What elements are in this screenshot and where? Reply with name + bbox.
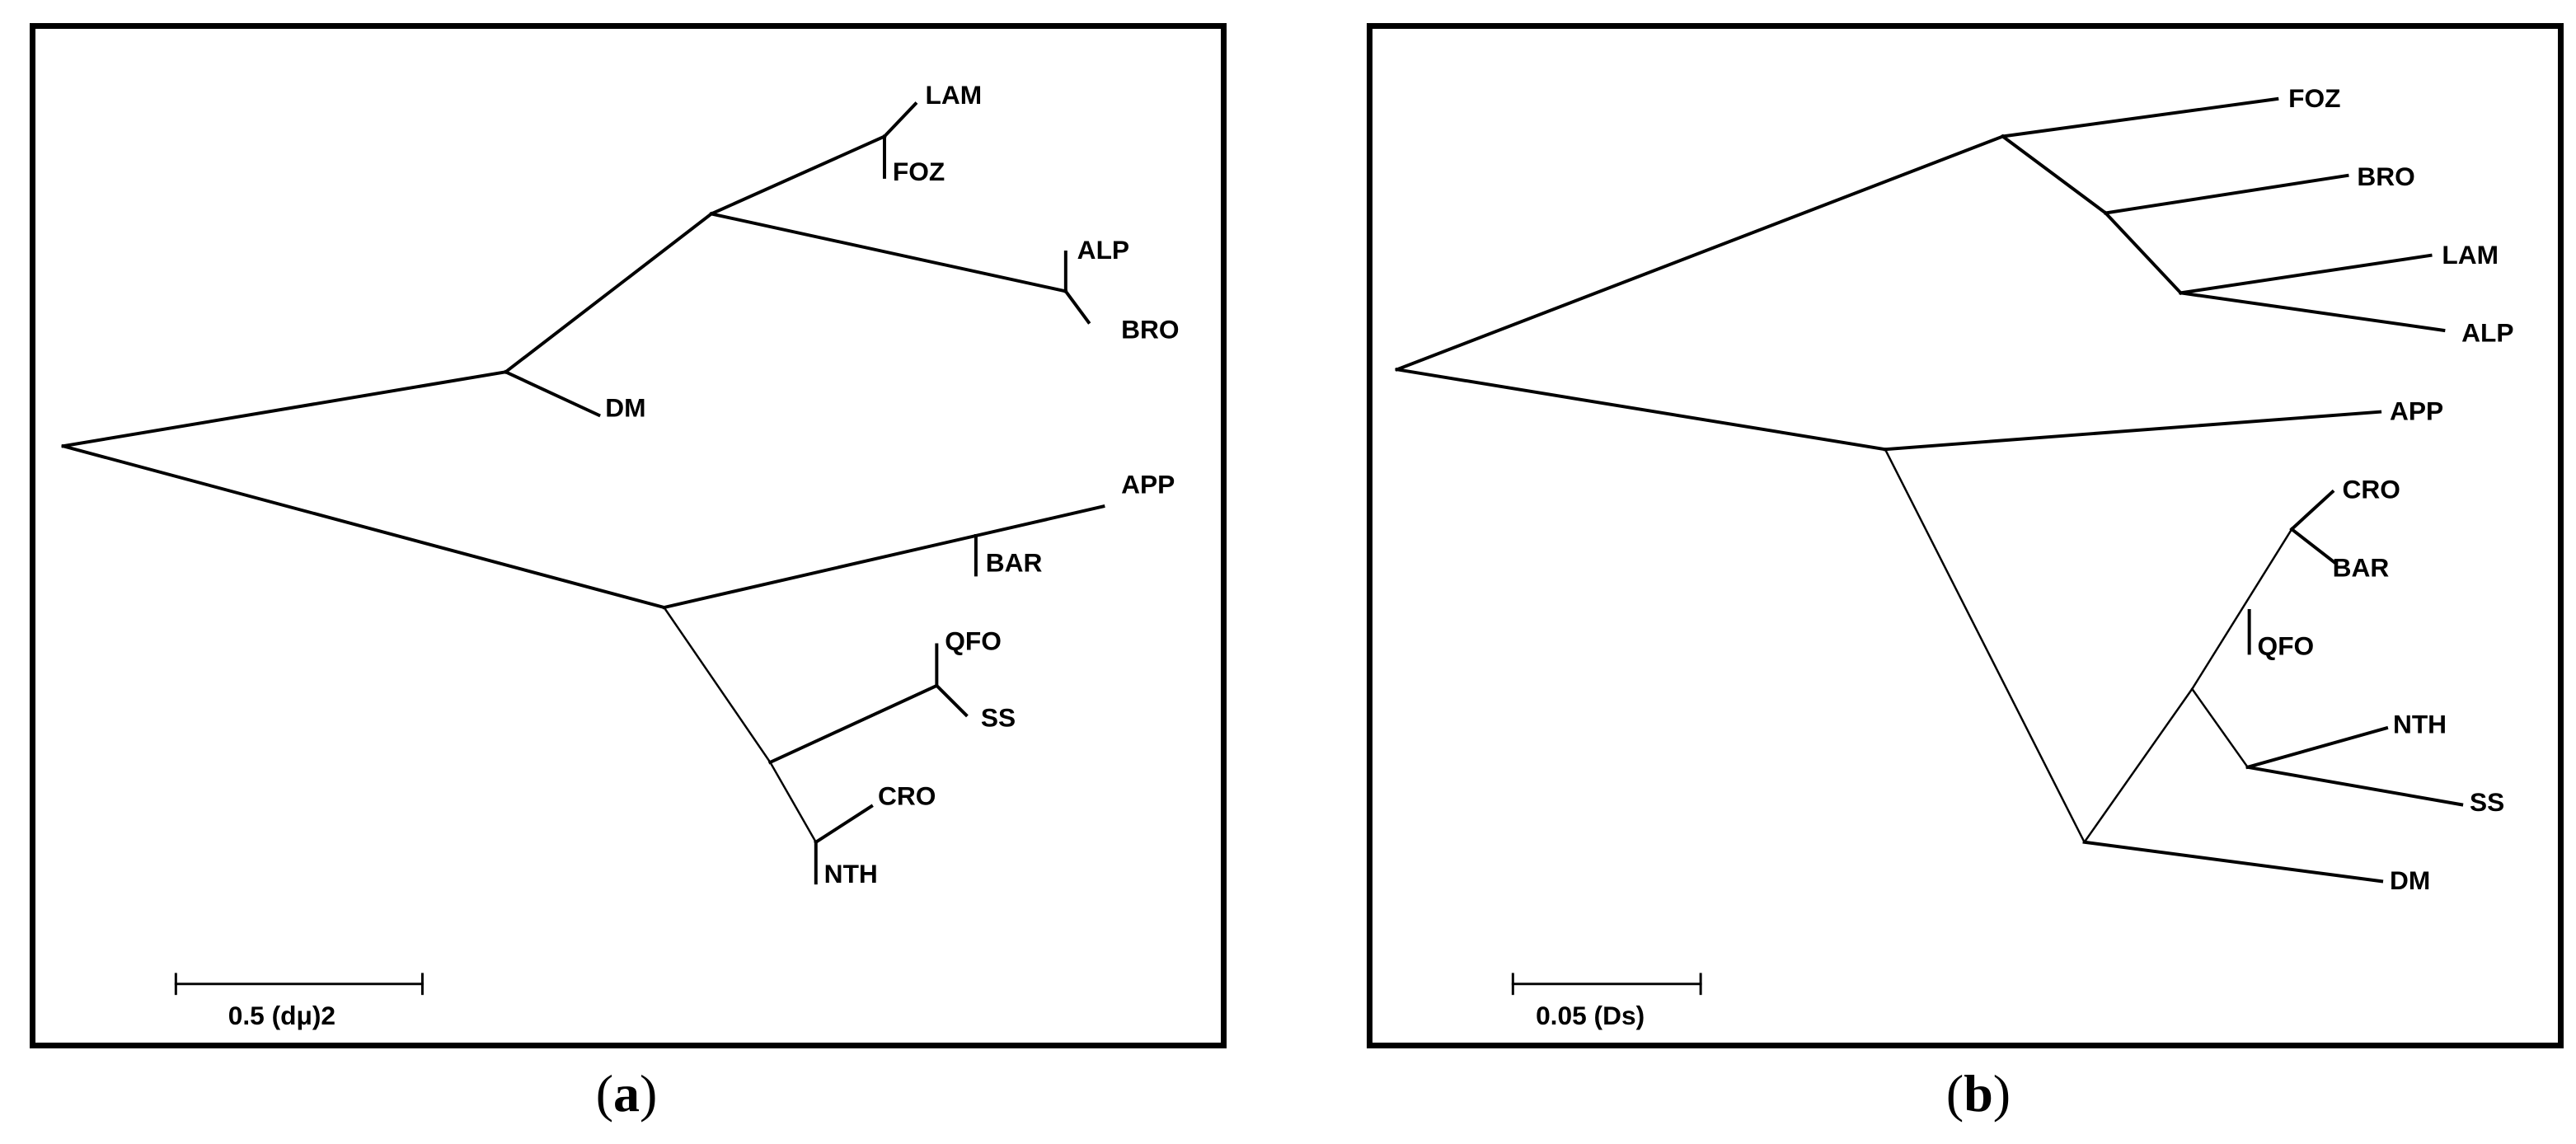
branch-bro [2104, 173, 2349, 215]
branch-root-app [1395, 368, 1888, 452]
branch-nth [2245, 725, 2389, 770]
caption-letter-b: b [1964, 1064, 1993, 1123]
branch-app-lower [1884, 448, 2086, 844]
tree-panel-b: 0.05 (Ds) [1367, 23, 2564, 1048]
branch-upper-mid [503, 211, 714, 375]
taxon-label: DM [2390, 865, 2430, 895]
taxon-label: QFO [945, 626, 1002, 655]
branch-cro [2289, 489, 2335, 532]
branches-a-thick2 [767, 643, 969, 885]
taxon-label: QFO [2258, 631, 2315, 660]
branch-app [1883, 410, 2382, 452]
scale-label-b: 0.05 (Ds) [1536, 1001, 1645, 1030]
caption-letter-a: a [613, 1064, 640, 1123]
taxon-label: ALP [2461, 318, 2513, 348]
taxon-label: LAM [2442, 240, 2499, 270]
branch-dm [2082, 840, 2384, 884]
branch-top-bro [2000, 134, 2109, 216]
panel-caption-a: (a) [595, 1064, 658, 1123]
taxon-label: CRO [2343, 475, 2400, 504]
branch-cro [814, 804, 874, 845]
branches-b-thin [1884, 448, 2293, 844]
scale-bar-a: 0.5 (dμ)2 [174, 973, 424, 1030]
taxon-label: BAR [2333, 552, 2390, 582]
branch-lower-inner [662, 606, 772, 764]
branch-bar [2289, 527, 2339, 566]
branch-mid-crobar [2190, 527, 2293, 691]
taxon-label: BAR [986, 548, 1043, 578]
branches-b-thick [1395, 96, 2464, 884]
branch-lam-foz [709, 134, 887, 217]
branch-root-upper [61, 369, 508, 448]
tree-panel-a: 0.5 (dμ)2 [30, 23, 1227, 1048]
taxon-label: APP [1121, 470, 1175, 499]
branch-foz [2001, 96, 2279, 138]
tree-b-svg: 0.05 (Ds) [1395, 83, 2514, 1030]
taxon-label: FOZ [893, 157, 945, 186]
branch-app [662, 504, 1105, 610]
taxon-label: CRO [878, 781, 936, 810]
taxon-label: APP [2390, 396, 2443, 426]
branch-bro-lam [2103, 210, 2184, 296]
taxon-label: ALP [1077, 235, 1129, 265]
taxon-label: SS [981, 702, 1016, 732]
branch-dm [503, 369, 601, 418]
branch-lam [2179, 253, 2433, 295]
taxon-label: BRO [2357, 162, 2414, 191]
scale-bar-b: 0.05 (Ds) [1511, 973, 1702, 1030]
branch-inner-nth [768, 761, 818, 844]
scale-label-a: 0.5 (dμ)2 [228, 1001, 335, 1030]
branch-qfo-ss [767, 683, 939, 765]
branch-alp-bro [709, 212, 1068, 293]
taxon-label: FOZ [2288, 83, 2340, 113]
taxon-label: LAM [925, 80, 982, 110]
branch-lam [882, 101, 918, 139]
taxon-label: BRO [1121, 315, 1179, 345]
branch-ss [2245, 765, 2464, 807]
branch-bro [1063, 288, 1091, 325]
branch-root-top [1395, 134, 2006, 372]
taxon-label: DM [605, 393, 645, 423]
branch-lower-mid [2082, 687, 2194, 844]
panel-caption-b: (b) [1945, 1064, 2011, 1123]
taxon-label: NTH [824, 859, 878, 888]
branch-root-lower [61, 443, 667, 610]
tree-a-svg: 0.5 (dμ)2 [61, 80, 1180, 1030]
taxon-label: SS [2470, 787, 2504, 817]
branches-a [61, 101, 1105, 610]
branch-alp [2179, 291, 2446, 333]
branches-a-thin [662, 606, 818, 844]
taxon-label: NTH [2393, 709, 2447, 738]
branch-mid-nthss [2190, 687, 2250, 769]
branch-ss [934, 683, 969, 718]
